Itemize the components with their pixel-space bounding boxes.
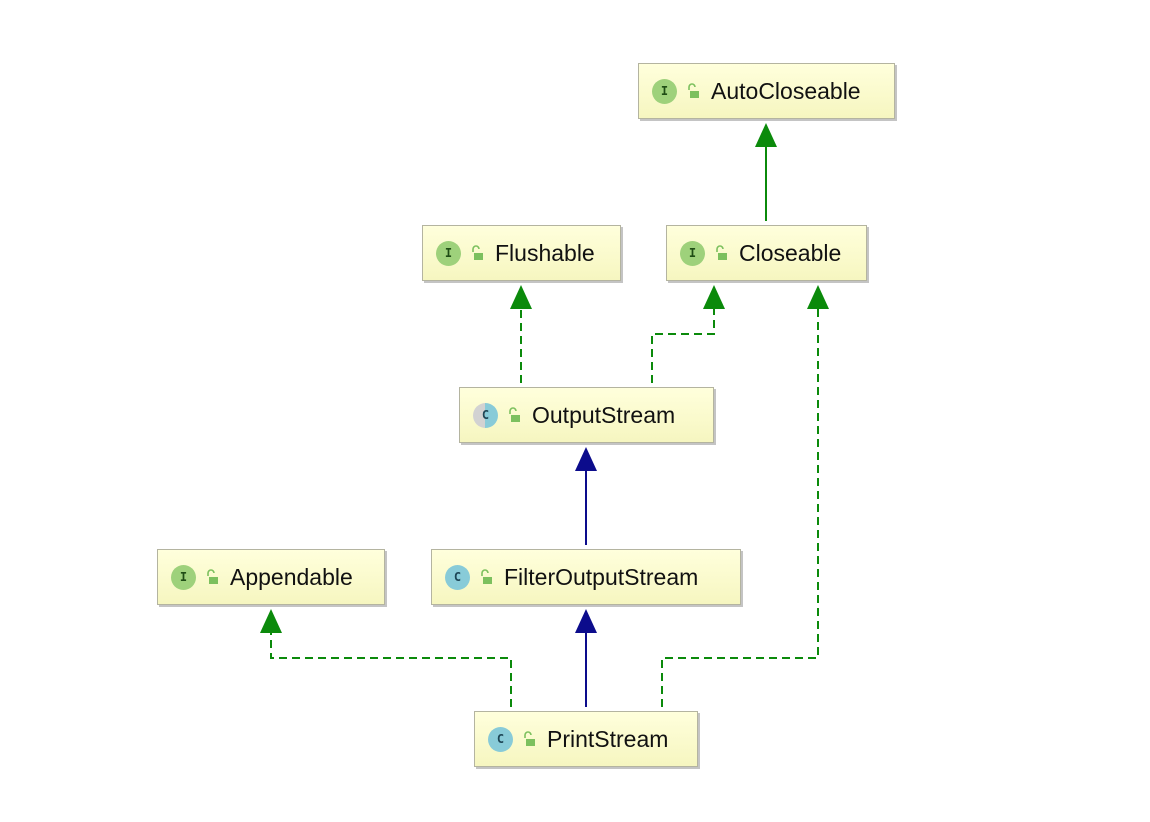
node-autocloseable[interactable]: I AutoCloseable: [638, 63, 895, 119]
node-outputstream[interactable]: C OutputStream: [459, 387, 714, 443]
arrowhead-filteroutputstream-to-outputstream: [575, 447, 597, 471]
unlock-icon: [472, 245, 483, 260]
node-label: Appendable: [230, 563, 353, 590]
arrowhead-outputstream-to-closeable: [703, 285, 725, 309]
arrowhead-closeable-to-autocloseable: [755, 123, 777, 147]
edge-printstream-to-closeable: [661, 308, 819, 707]
node-appendable[interactable]: I Appendable: [157, 549, 385, 605]
node-label: OutputStream: [532, 401, 676, 428]
interface-icon: I: [171, 564, 196, 590]
class-icon: C: [488, 726, 513, 752]
node-label: Closeable: [739, 239, 842, 266]
unlock-icon: [716, 245, 727, 260]
interface-icon: I: [436, 240, 461, 266]
edge-printstream-to-appendable: [270, 632, 512, 707]
edge-outputstream-to-closeable: [651, 308, 715, 383]
unlock-icon: [509, 407, 520, 422]
arrowhead-printstream-to-appendable: [260, 609, 282, 633]
interface-icon: I: [652, 78, 677, 104]
node-printstream[interactable]: C PrintStream: [474, 711, 698, 767]
node-label: AutoCloseable: [711, 77, 861, 104]
unlock-icon: [481, 569, 492, 584]
arrowhead-outputstream-to-flushable: [510, 285, 532, 309]
arrowhead-printstream-to-closeable: [807, 285, 829, 309]
node-label: PrintStream: [547, 725, 669, 752]
arrowhead-printstream-to-filteroutputstream: [575, 609, 597, 633]
node-closeable[interactable]: I Closeable: [666, 225, 867, 281]
abstract-class-icon: C: [473, 402, 498, 428]
class-icon: C: [445, 564, 470, 590]
unlock-icon: [688, 83, 699, 98]
node-label: Flushable: [495, 239, 595, 266]
interface-icon: I: [680, 240, 705, 266]
node-flushable[interactable]: I Flushable: [422, 225, 621, 281]
node-filteroutputstream[interactable]: C FilterOutputStream: [431, 549, 741, 605]
unlock-icon: [524, 731, 535, 746]
node-label: FilterOutputStream: [504, 563, 699, 590]
unlock-icon: [207, 569, 218, 584]
